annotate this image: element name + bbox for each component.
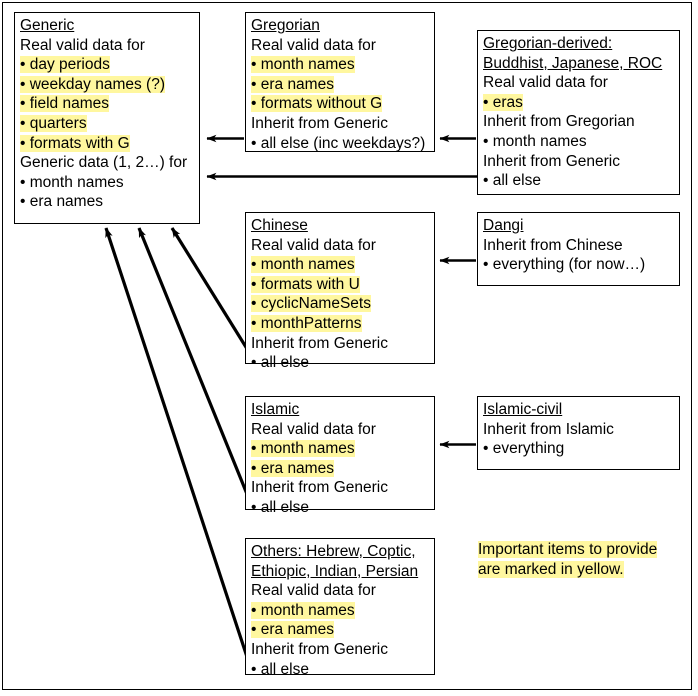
box-dangi-title: Dangi bbox=[483, 217, 524, 234]
box-others-line-3: • month names bbox=[251, 601, 355, 619]
box-generic-line-7: Generic data (1, 2…) for bbox=[20, 154, 188, 172]
box-generic-line-3: • weekday names (?) bbox=[20, 75, 165, 93]
box-generic[interactable]: Generic Real valid data for • day period… bbox=[14, 12, 200, 224]
box-others-line-6: • all else bbox=[251, 660, 309, 678]
box-islamic-civil-line-1: Inherit from Islamic bbox=[483, 420, 614, 438]
box-chinese[interactable]: Chinese Real valid data for • month name… bbox=[245, 212, 435, 371]
box-gregorian-derived-line-5: • month names bbox=[483, 132, 587, 150]
box-islamic-line-2: • month names bbox=[251, 440, 355, 458]
box-gregorian-title: Gregorian bbox=[251, 17, 320, 34]
box-generic-line-4: • field names bbox=[20, 95, 109, 113]
box-others-title-1: Others: Hebrew, Coptic, bbox=[251, 543, 416, 560]
legend-line-1: Important items to provide bbox=[478, 541, 658, 558]
box-gregorian-line-6: • all else (inc weekdays?) bbox=[251, 134, 426, 152]
box-islamic-civil-title: Islamic-civil bbox=[483, 401, 563, 418]
box-gregorian-derived-line-6: Inherit from Generic bbox=[483, 152, 620, 170]
arrow-chinese-to-generic bbox=[170, 227, 251, 353]
box-generic-line-6: • formats with G bbox=[20, 134, 130, 152]
box-islamic-line-3: • era names bbox=[251, 459, 334, 477]
box-chinese-line-4: • cyclicNameSets bbox=[251, 295, 371, 313]
box-dangi-line-2: • everything (for now…) bbox=[483, 256, 646, 274]
box-islamic-line-1: Real valid data for bbox=[251, 420, 376, 438]
box-generic-line-1: Real valid data for bbox=[20, 36, 145, 54]
box-generic-line-9: • era names bbox=[20, 193, 103, 211]
box-others[interactable]: Others: Hebrew, Coptic, Ethiopic, Indian… bbox=[245, 538, 435, 678]
box-gregorian-line-4: • formats without G bbox=[251, 95, 383, 113]
box-gregorian-derived-line-7: • all else bbox=[483, 172, 541, 190]
legend-line-2: are marked in yellow. bbox=[478, 560, 624, 578]
box-gregorian-line-2: • month names bbox=[251, 56, 355, 74]
box-gregorian-derived[interactable]: Gregorian-derived: Buddhist, Japanese, R… bbox=[477, 30, 680, 195]
box-gregorian-line-3: • era names bbox=[251, 75, 334, 93]
box-dangi-line-1: Inherit from Chinese bbox=[483, 236, 623, 254]
box-islamic[interactable]: Islamic Real valid data for • month name… bbox=[245, 396, 435, 516]
arrow-islamic-to-generic bbox=[137, 227, 251, 500]
box-chinese-line-7: • all else bbox=[251, 354, 309, 372]
box-gregorian-line-5: Inherit from Generic bbox=[251, 114, 388, 132]
box-others-line-4: • era names bbox=[251, 621, 334, 639]
box-islamic-line-4: Inherit from Generic bbox=[251, 479, 388, 497]
box-gregorian-derived-title-2: Buddhist, Japanese, ROC bbox=[483, 54, 663, 72]
box-others-line-5: Inherit from Generic bbox=[251, 640, 388, 658]
box-chinese-line-1: Real valid data for bbox=[251, 236, 376, 254]
box-islamic-line-5: • all else bbox=[251, 498, 309, 516]
box-islamic-title: Islamic bbox=[251, 401, 300, 418]
box-gregorian-line-1: Real valid data for bbox=[251, 36, 376, 54]
legend-highlight-note: Important items to provide are marked in… bbox=[478, 540, 688, 579]
box-others-line-2: Real valid data for bbox=[251, 582, 376, 600]
box-chinese-line-5: • monthPatterns bbox=[251, 314, 362, 332]
box-gregorian-derived-line-2: Real valid data for bbox=[483, 74, 608, 92]
box-gregorian-derived-line-4: Inherit from Gregorian bbox=[483, 113, 635, 131]
box-chinese-line-3: • formats with U bbox=[251, 275, 360, 293]
box-chinese-title: Chinese bbox=[251, 217, 308, 234]
box-gregorian-derived-title-1: Gregorian-derived: bbox=[483, 35, 613, 52]
box-dangi[interactable]: Dangi Inherit from Chinese • everything … bbox=[477, 212, 680, 286]
box-islamic-civil-line-2: • everything bbox=[483, 440, 565, 458]
box-chinese-line-2: • month names bbox=[251, 256, 355, 274]
box-generic-line-2: • day periods bbox=[20, 56, 110, 74]
box-chinese-line-6: Inherit from Generic bbox=[251, 334, 388, 352]
box-generic-title: Generic bbox=[20, 17, 75, 34]
arrow-others-to-generic bbox=[104, 227, 251, 664]
box-gregorian-derived-line-3: • eras bbox=[483, 93, 523, 111]
box-gregorian[interactable]: Gregorian Real valid data for • month na… bbox=[245, 12, 435, 152]
box-generic-line-5: • quarters bbox=[20, 114, 87, 132]
box-islamic-civil[interactable]: Islamic-civil Inherit from Islamic • eve… bbox=[477, 396, 680, 470]
box-others-title-2: Ethiopic, Indian, Persian bbox=[251, 562, 419, 580]
box-generic-line-8: • month names bbox=[20, 173, 124, 191]
